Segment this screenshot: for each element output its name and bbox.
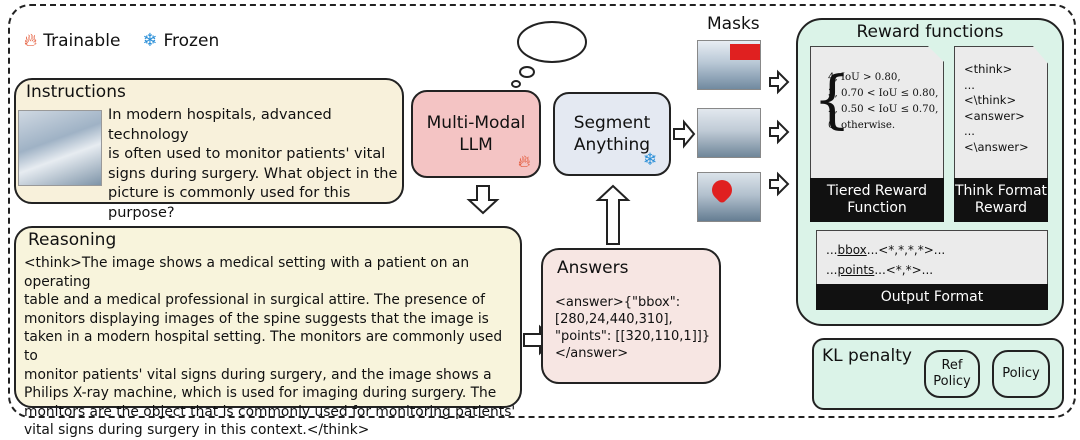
think-line: <answer> [964, 108, 1025, 123]
diagram-connectors [466, 21, 790, 356]
instructions-line: In modern hospitals, advanced technology [108, 107, 332, 143]
reasoning-line: Philips X-ray machine, which is used for… [24, 385, 497, 402]
arrow-right-to-reward [769, 69, 790, 197]
thought-cloud-icon [511, 21, 587, 88]
arrow-right-to-masks [673, 119, 696, 149]
tiered-reward-label: Tiered Reward Function [810, 178, 944, 222]
reward-functions-title: Reward functions [856, 22, 1004, 42]
mask-image [697, 108, 761, 158]
instructions-line: picture is commonly used for this purpos… [108, 185, 351, 221]
reasoning-title: Reasoning [28, 230, 117, 250]
answers-box [541, 248, 721, 384]
masks-title: Masks [707, 14, 760, 34]
output-format-text: ...bbox...<*,*,*,*>... ...points...<*,*>… [826, 240, 1026, 280]
output-line1-pre: ... [826, 243, 838, 257]
tier-row: 0, otherwise. [828, 120, 896, 131]
legend-frozen: Frozen [163, 30, 220, 51]
output-line2-pre: ... [826, 263, 838, 277]
fire-icon: 🔥︎ [518, 152, 531, 172]
output-line2-post: ...<*,*>... [874, 263, 934, 277]
llm-label-line2: LLM [459, 135, 493, 155]
think-format-label: Think Format Reward [954, 178, 1048, 222]
answers-title: Answers [557, 258, 629, 278]
kl-penalty-title: KL penalty [822, 346, 912, 366]
think-line: <\answer> [964, 139, 1029, 154]
arrow-down [466, 185, 500, 215]
sam-label-line2: Anything [573, 135, 651, 155]
answers-text: <answer>{"bbox": [280,24,440,310], "poin… [555, 295, 711, 361]
tier-row: 4, IoU > 0.80, [828, 72, 901, 83]
segment-anything-box: Segment Anything [553, 92, 671, 176]
legend-trainable: Trainable [43, 30, 121, 51]
think-format-text: <think> ... <\think> <answer> ... <\answ… [964, 62, 1048, 155]
think-line: ... [964, 124, 975, 138]
reasoning-box [14, 226, 522, 408]
snowflake-icon: ❄ [142, 30, 158, 51]
think-line: <\think> [964, 93, 1017, 107]
legend: 🔥︎ Trainable ❄ Frozen [24, 30, 219, 51]
reasoning-line: monitors are the object that is commonly… [24, 403, 516, 420]
llm-label-line1: Multi-Modal [426, 113, 526, 133]
instructions-text: In modern hospitals, advanced technology… [108, 106, 404, 223]
instruction-image [18, 110, 102, 186]
output-line1-key: bbox [837, 243, 867, 257]
tier-row: 2, 0.50 < IoU ≤ 0.70, [828, 104, 939, 115]
arrow-up [595, 184, 631, 245]
sam-label-line1: Segment [573, 113, 651, 133]
fire-icon: 🔥︎ [24, 30, 38, 51]
output-format-label: Output Format [816, 284, 1048, 310]
policy-box: Policy [992, 350, 1050, 398]
reasoning-line: vital signs during surgery in this conte… [24, 422, 370, 439]
reasoning-line: monitors displaying images of the spine … [24, 310, 489, 327]
think-line: ... [964, 77, 975, 92]
ref-policy-box: Ref Policy [924, 350, 980, 398]
ref-policy-line2: Policy [933, 374, 971, 389]
mask-overlay [730, 44, 760, 60]
instructions-line: signs during surgery. What object in the [108, 165, 398, 182]
reasoning-line: monitor patients' vital signs during sur… [24, 366, 492, 383]
ref-policy-line1: Ref [941, 358, 963, 373]
reasoning-line: table and a medical professional in surg… [24, 292, 486, 309]
instructions-line: is often used to monitor patients' vital [108, 146, 386, 162]
multimodal-llm-box: Multi-Modal LLM [411, 90, 541, 178]
tier-row: 3, 0.70 < IoU ≤ 0.80, [828, 88, 939, 99]
instructions-title: Instructions [26, 82, 126, 102]
reasoning-line: <think>The image shows a medical setting… [24, 255, 470, 290]
brace-icon: { [813, 63, 852, 137]
tiered-reward-formula: 4, IoU > 0.80, 3, 0.70 < IoU ≤ 0.80, 2, … [828, 70, 958, 134]
snowflake-icon: ❄ [643, 150, 658, 170]
output-line2-key: points [837, 263, 875, 277]
output-line1-post: ...<*,*,*,*>... [866, 243, 946, 257]
outer-dashed-frame [8, 4, 1076, 418]
reasoning-line: taken in a modern hospital setting. The … [24, 329, 503, 364]
reasoning-text: <think>The image shows a medical setting… [24, 254, 518, 440]
think-line: <think> [964, 62, 1013, 76]
